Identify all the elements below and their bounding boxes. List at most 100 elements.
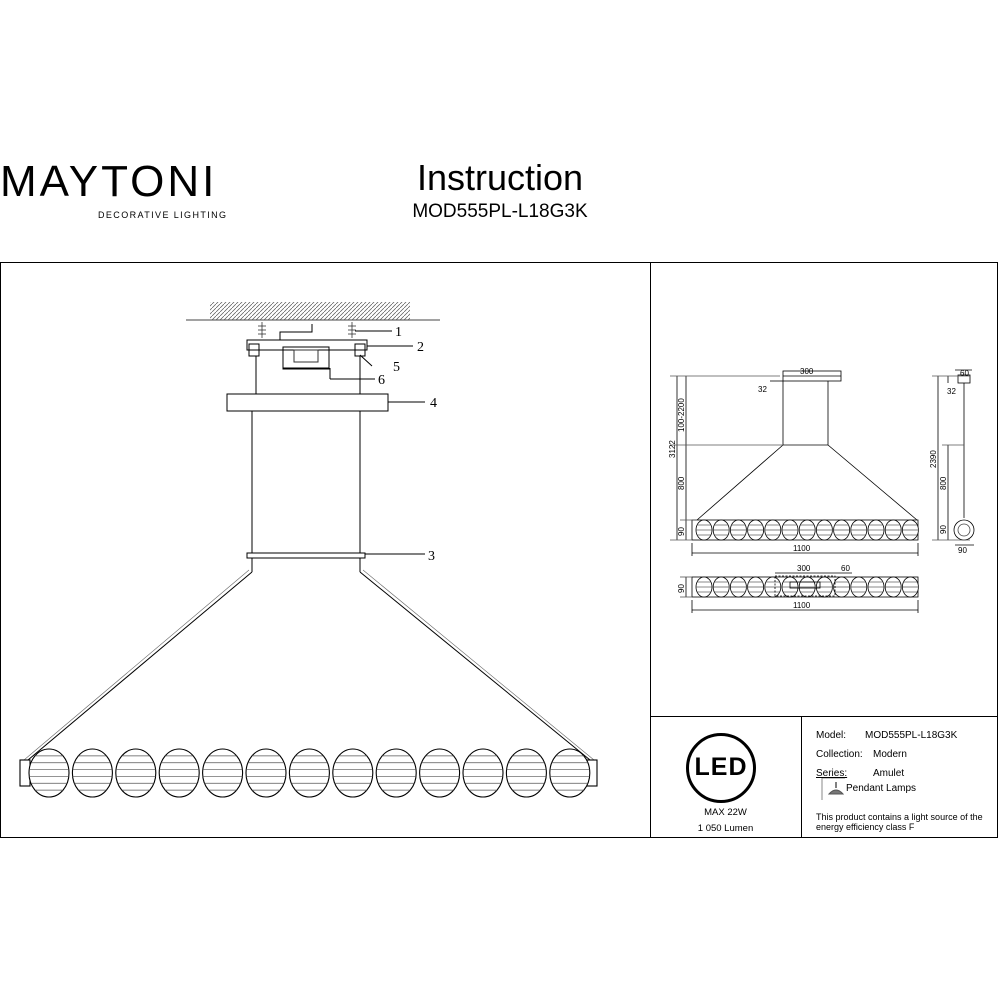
bead	[798, 576, 816, 598]
bead	[288, 748, 330, 798]
dim-canopy-width: 300	[800, 367, 814, 376]
bead	[884, 576, 902, 598]
model-value: MOD555PL-L18G3K	[865, 730, 958, 741]
dim-total-height: 3122	[668, 440, 677, 458]
callout-numbers: 1 2 3 4 5 6	[378, 325, 437, 564]
bead	[833, 576, 850, 598]
bead	[798, 519, 816, 541]
bead	[695, 519, 713, 541]
collection-label: Collection:	[816, 749, 863, 760]
ceiling-hatch	[210, 302, 410, 320]
bead	[158, 748, 200, 798]
bead	[71, 748, 113, 798]
mounting-plate	[246, 339, 368, 351]
bead	[419, 748, 461, 798]
top-dimension-labels: 300 60 90 1100	[677, 564, 850, 610]
bead	[867, 576, 885, 598]
brand-logo: MAYTONI DECORATIVE LIGHTING	[0, 157, 226, 221]
pendant-lamp-icon	[821, 777, 845, 800]
bracket	[279, 324, 340, 341]
assembly-drawing	[23, 302, 595, 761]
bead	[850, 576, 868, 598]
front-view	[670, 370, 919, 556]
brand-name: MAYTONI	[0, 157, 218, 206]
bead	[712, 576, 730, 598]
top-view	[680, 572, 919, 613]
series-label: Series:	[816, 768, 848, 779]
bead	[747, 519, 764, 541]
bead	[505, 748, 547, 798]
type-value: Pendant Lamps	[846, 783, 917, 794]
page-title: Instruction	[416, 157, 584, 198]
callout-5: 5	[393, 360, 400, 375]
bead	[764, 519, 782, 541]
front-dimension-labels: 300 32 100-2200 3122 800 90 1100	[668, 367, 814, 553]
dim-top-bar-length: 1100	[793, 601, 811, 610]
model-label: Model:	[816, 730, 847, 741]
dim-canopy-height: 32	[758, 385, 767, 394]
dim-side-bar-height: 90	[939, 525, 948, 534]
driver-box	[282, 346, 330, 370]
bead	[764, 576, 782, 598]
tension-bar	[246, 552, 366, 559]
bead	[202, 748, 244, 798]
canopy-bar	[226, 393, 389, 412]
bead	[245, 748, 287, 798]
model-code: MOD555PL-L18G3K	[412, 201, 588, 222]
dim-cone-height: 800	[677, 476, 686, 490]
dim-side-canopy-width: 60	[960, 369, 969, 378]
bead	[712, 519, 730, 541]
instruction-frame	[0, 262, 998, 838]
power-value: MAX 22W	[704, 807, 747, 818]
bead	[28, 748, 70, 798]
dim-cable-range: 100-2200	[677, 398, 686, 432]
dim-side-total-height: 2390	[929, 450, 938, 468]
callout-2: 2	[417, 340, 424, 355]
side-view	[932, 369, 975, 546]
dim-bar-height: 90	[677, 527, 686, 536]
led-badge: LED	[686, 733, 756, 803]
led-badge-text: LED	[694, 753, 748, 781]
bead	[833, 519, 850, 541]
dim-top-bar-depth: 90	[677, 584, 686, 593]
bead-row	[28, 748, 591, 798]
bead	[462, 748, 504, 798]
energy-note: This product contains a light source of …	[816, 812, 983, 832]
callout-3: 3	[428, 549, 435, 564]
bead	[902, 519, 919, 541]
bead	[375, 748, 417, 798]
bead	[816, 519, 833, 541]
callout-4: 4	[430, 396, 437, 411]
bead	[850, 519, 868, 541]
collection-value: Modern	[873, 749, 907, 760]
bead	[902, 576, 919, 598]
spec-divider	[801, 716, 802, 838]
brand-tagline: DECORATIVE LIGHTING	[98, 210, 228, 220]
bead	[747, 576, 764, 598]
frame-divider-vertical	[650, 262, 651, 838]
callout-6: 6	[378, 373, 385, 388]
dim-bar-length: 1100	[793, 544, 811, 553]
bead	[867, 519, 885, 541]
bead	[884, 519, 902, 541]
bead	[730, 519, 747, 541]
dim-side-bar-depth: 90	[958, 546, 967, 555]
frame-divider-horizontal	[650, 716, 998, 717]
bead-bar	[19, 748, 598, 798]
bead	[115, 748, 157, 798]
dim-side-canopy-height: 32	[947, 387, 956, 396]
bead	[816, 576, 833, 598]
bead	[695, 576, 713, 598]
bead	[730, 576, 747, 598]
dim-top-canopy-depth: 60	[841, 564, 850, 573]
dim-side-cone-height: 800	[939, 476, 948, 490]
side-dimension-labels: 60 32 2390 800 90 90	[929, 369, 969, 555]
screw-icon	[258, 322, 356, 338]
bead	[332, 748, 374, 798]
dim-top-canopy-width: 300	[797, 564, 811, 573]
callout-1: 1	[395, 325, 402, 340]
series-value: Amulet	[873, 768, 905, 779]
bead	[549, 748, 591, 798]
bead	[781, 519, 799, 541]
